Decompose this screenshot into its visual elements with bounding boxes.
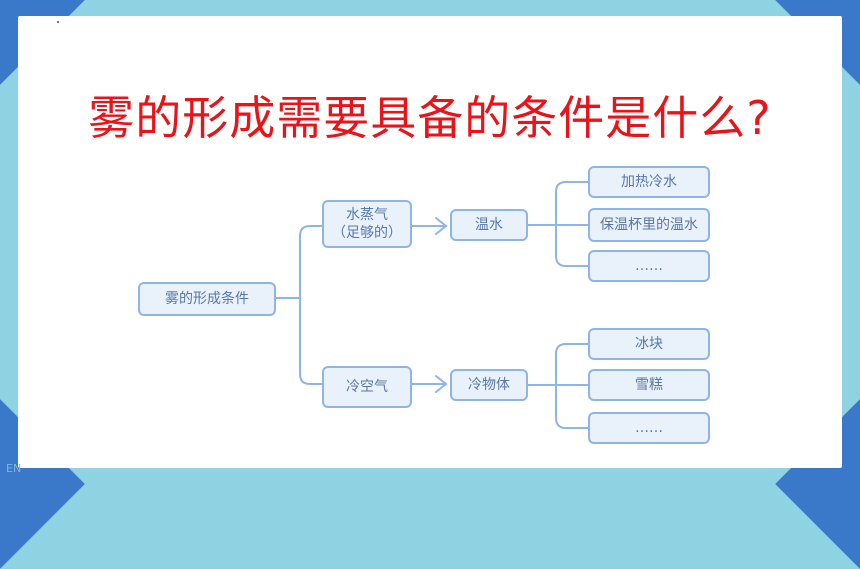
mindmap-connectors [275,181,589,429]
slide-title: 雾的形成需要具备的条件是什么? [88,91,772,145]
connector-root-branch-b [299,297,323,385]
arrow-a-head [435,217,448,235]
corner-label: EN [6,462,22,475]
node-leaf-a-2: 保温杯里的温水 [588,208,710,242]
connector-root-branch-a [299,225,323,299]
node-leaf-a-3: …… [588,250,710,282]
node-water-vapor: 水蒸气 （足够的） [322,200,412,248]
node-cold-object: 冷物体 [450,369,528,401]
node-warm-water: 温水 [450,209,528,241]
decorative-dot [57,21,59,23]
node-leaf-b-1: 冰块 [588,328,710,360]
connector-b-leaf-1 [555,343,589,386]
node-leaf-a-1: 加热冷水 [588,166,710,198]
connector-b-leaf-3 [555,384,589,429]
node-leaf-b-3: …… [588,412,710,444]
connector-a-leaf-1 [555,181,589,226]
node-root: 雾的形成条件 [138,282,276,316]
node-leaf-b-2: 雪糕 [588,369,710,401]
arrow-b-head [435,375,448,393]
node-cold-air: 冷空气 [322,366,412,408]
connector-a-leaf-3 [555,224,589,267]
